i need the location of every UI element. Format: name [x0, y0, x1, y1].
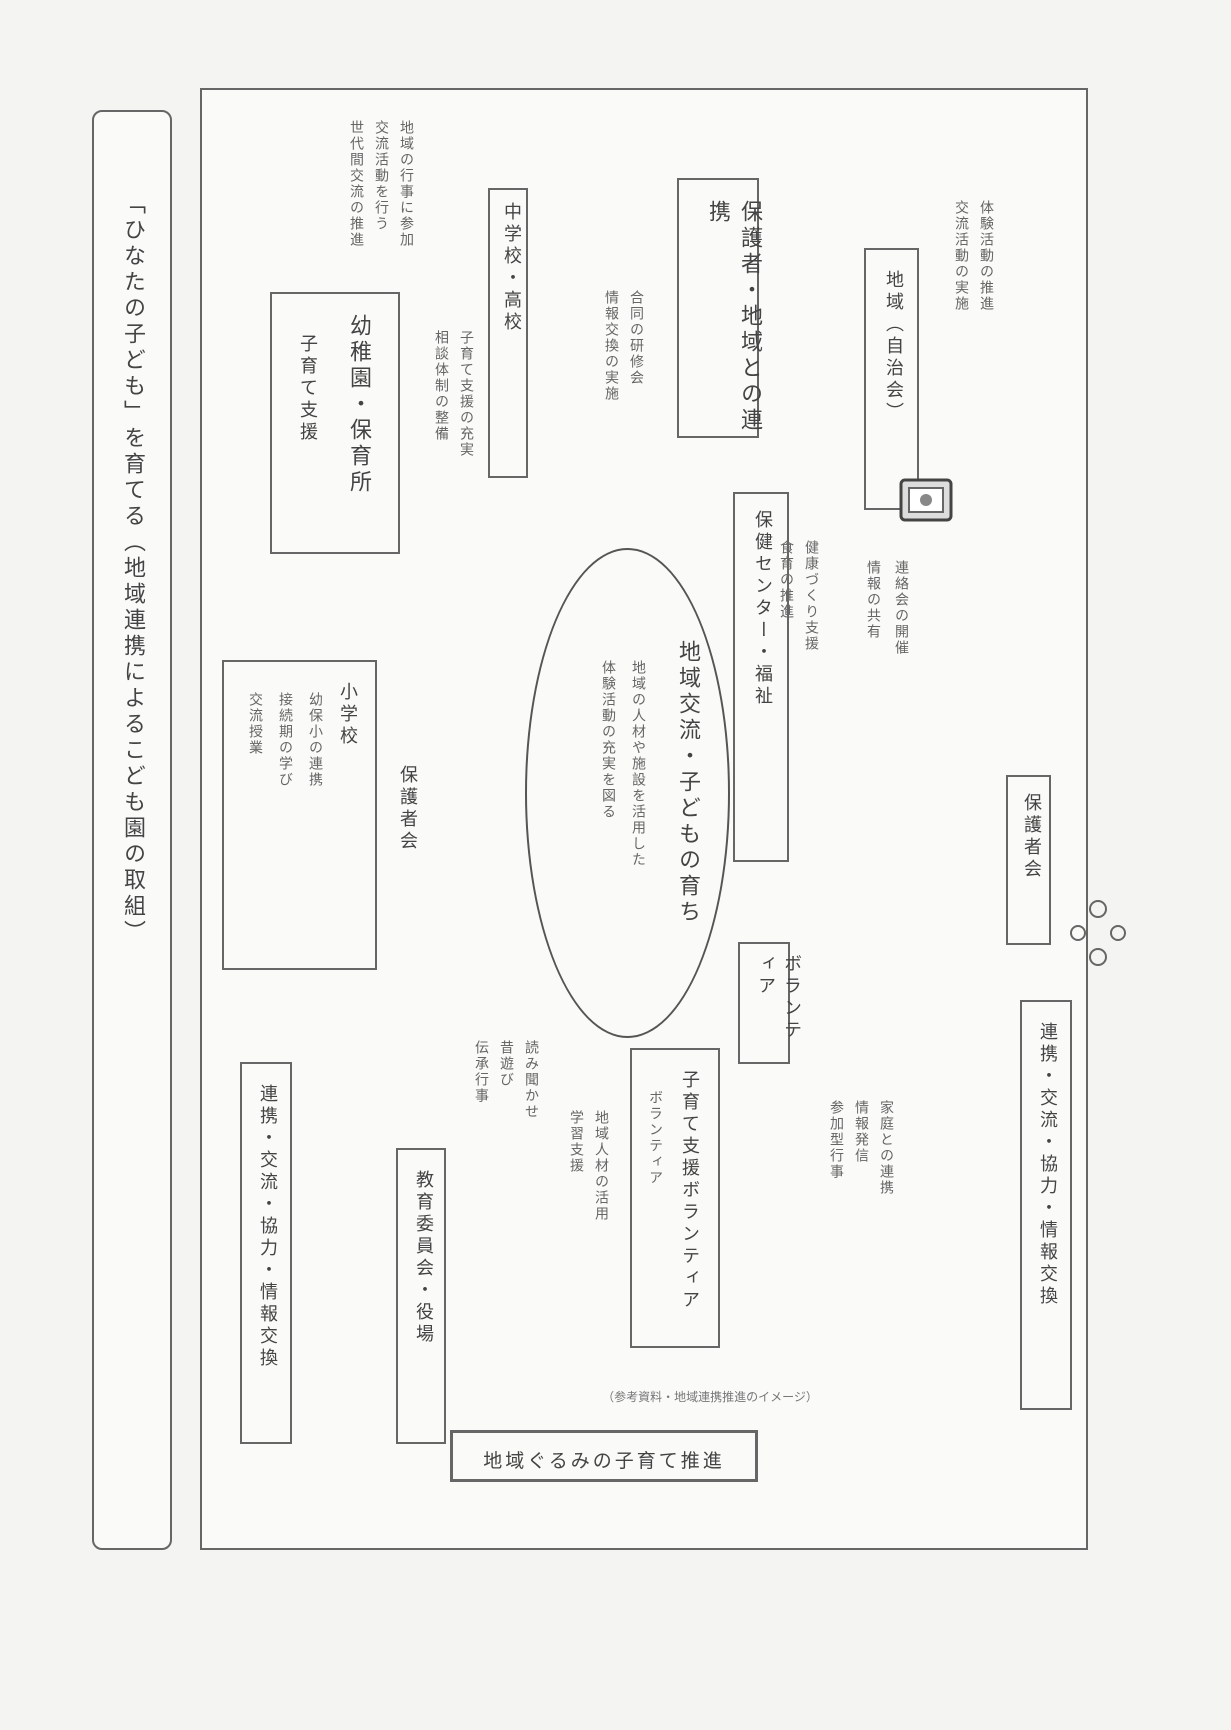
node-kindergarten: 幼稚園・保育所 子育て支援 — [270, 292, 400, 554]
note-n8-a: 健康づくり支援 — [803, 540, 819, 652]
note-n9-c: 参加型行事 — [828, 1100, 844, 1180]
note-n1-a: 地域の行事に参加 — [398, 120, 414, 248]
center-oval: 地域交流・子どもの育ち 地域の人材や施設を活用した 体験活動の充実を図る — [525, 548, 730, 1038]
note-n2-b: 相談体制の整備 — [433, 330, 449, 442]
node-volunteer-tag: ボランティア — [738, 942, 802, 1064]
side-title: 「ひなたの子ども」を育てる（地域連携によるこども園の取組） — [120, 192, 145, 946]
node-partner-right: 連携・交流・協力・情報交換 — [1020, 1000, 1072, 1410]
note-n1-b: 交流活動を行う — [373, 120, 389, 232]
note-n3-a: 合同の研修会 — [628, 290, 644, 386]
node-admin: 教育委員会・役場 — [396, 1148, 446, 1444]
link-badge: 保護者会 — [397, 765, 418, 853]
note-n3-b: 情報交換の実施 — [603, 290, 619, 402]
center-title: 地域交流・子どもの育ち — [675, 640, 700, 926]
note-n4-b: 交流活動の実施 — [953, 200, 969, 312]
note-n10-b: 学習支援 — [568, 1110, 584, 1174]
note-n8-b: 食育の推進 — [778, 540, 794, 620]
note-n4-a: 体験活動の推進 — [978, 200, 994, 312]
bottom-caption: （参考資料・地域連携推進のイメージ） — [602, 1390, 818, 1404]
note-n2-a: 子育て支援の充実 — [458, 330, 474, 458]
node-right-small: 保護者会 — [1006, 775, 1051, 945]
node-partner-left: 連携・交流・協力・情報交換 — [240, 1062, 292, 1444]
side-title-box: 「ひなたの子ども」を育てる（地域連携によるこども園の取組） — [92, 110, 172, 1550]
book-icon — [895, 470, 957, 530]
note-n1-c: 世代間交流の推進 — [348, 120, 364, 248]
bottom-banner: 地域ぐるみの子育て推進 — [450, 1430, 758, 1482]
node-community: 地域（自治会） — [864, 248, 919, 510]
note-n6-a: 読み聞かせ — [523, 1040, 539, 1120]
node-health: 保健センター・福祉 — [733, 492, 789, 862]
note-n9-b: 情報発信 — [853, 1100, 869, 1164]
note-n10-a: 地域人材の活用 — [593, 1110, 609, 1222]
node-elementary: 小学校 幼保小の連携 接続期の学び 交流授業 — [222, 660, 377, 970]
note-n9-a: 家庭との連携 — [878, 1100, 894, 1196]
node-family-support: 子育て支援ボランティア ボランティア — [630, 1048, 720, 1348]
people-icon — [1058, 895, 1138, 970]
node-top-label: 保護者・地域との連携 — [677, 178, 762, 438]
note-n5-a: 連絡会の開催 — [893, 560, 909, 656]
note-n5-b: 情報の共有 — [865, 560, 881, 640]
note-n6-b: 昔遊び — [498, 1040, 514, 1088]
note-n6-c: 伝承行事 — [473, 1040, 489, 1104]
node-middle-school: 中学校・高校 — [488, 188, 528, 478]
